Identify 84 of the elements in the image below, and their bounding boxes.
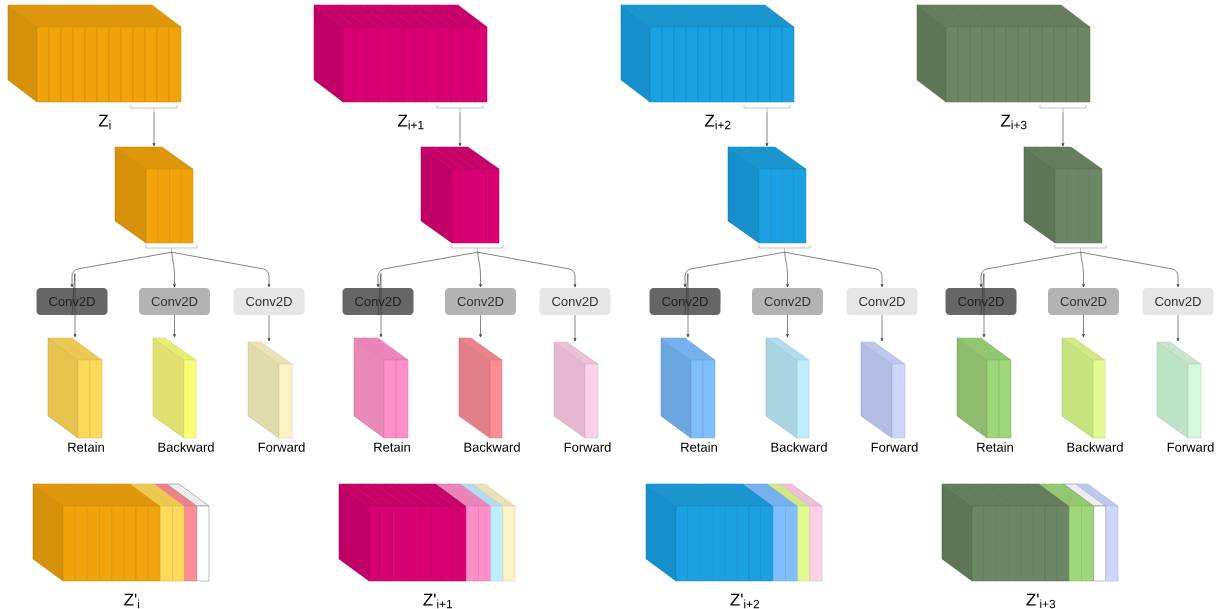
tensor-drawing bbox=[152, 337, 197, 439]
arrow bbox=[458, 111, 462, 147]
arrow bbox=[684, 273, 690, 338]
tensor-drawing bbox=[7, 4, 182, 113]
tensor-drawing bbox=[860, 341, 906, 439]
tensor-drawing bbox=[47, 337, 103, 439]
conv-box: Conv2D bbox=[649, 288, 721, 315]
arrow bbox=[683, 251, 785, 288]
tensor-label: Z$_{i+3}$ bbox=[1001, 114, 1027, 130]
conv-box: Conv2D bbox=[1048, 288, 1119, 315]
arrow bbox=[173, 314, 176, 338]
arrow bbox=[71, 273, 77, 338]
slab-label: Backward bbox=[1067, 442, 1123, 452]
tensor-drawing bbox=[313, 4, 488, 113]
arrow bbox=[1080, 251, 1085, 288]
tensor-label: Z$_{i+1}$ bbox=[398, 114, 424, 130]
conv-box: Conv2D bbox=[36, 288, 108, 315]
conv-box: Conv2D bbox=[1142, 288, 1214, 315]
arrow bbox=[171, 251, 176, 288]
arrow bbox=[152, 111, 156, 147]
conv-box: Conv2D bbox=[752, 288, 823, 315]
tensor-label: Z'$_{i+1}$ bbox=[423, 593, 453, 609]
arrow bbox=[1080, 251, 1180, 288]
slab-label: Backward bbox=[771, 442, 827, 452]
tensor-label: Z'$_{i+2}$ bbox=[730, 593, 760, 609]
slab-label: Backward bbox=[464, 442, 520, 452]
slab-label: Retain bbox=[681, 442, 717, 452]
tensor-drawing bbox=[727, 146, 811, 253]
arrow bbox=[477, 251, 577, 288]
arrow bbox=[1176, 314, 1180, 342]
slab-label: Forward bbox=[871, 442, 918, 452]
slab-label: Retain bbox=[374, 442, 410, 452]
arrow bbox=[70, 251, 172, 288]
arrow bbox=[376, 251, 478, 288]
tensor-drawing bbox=[916, 4, 1091, 113]
conv-box: Conv2D bbox=[139, 288, 210, 315]
arrow bbox=[786, 314, 789, 338]
tensor-label: Z$_{i}$ bbox=[98, 114, 111, 130]
tensor-label: Z$_{i+2}$ bbox=[705, 114, 731, 130]
conv-box: Conv2D bbox=[945, 288, 1017, 315]
slab-label: Retain bbox=[977, 442, 1013, 452]
tensor-drawing bbox=[765, 337, 810, 439]
tensor-drawing bbox=[114, 146, 198, 253]
tensor-drawing bbox=[353, 337, 409, 439]
conv-box: Conv2D bbox=[342, 288, 414, 315]
arrow bbox=[267, 314, 271, 342]
tensor-drawing bbox=[941, 483, 1119, 582]
tensor-drawing bbox=[660, 337, 716, 439]
tensor-drawing bbox=[1156, 341, 1202, 439]
slab-label: Forward bbox=[564, 442, 611, 452]
tensor-drawing bbox=[1061, 337, 1106, 439]
conv-box: Conv2D bbox=[445, 288, 516, 315]
tensor-drawing bbox=[338, 483, 516, 582]
tensor-label: Z'$_{i}$ bbox=[124, 593, 140, 609]
arrow bbox=[880, 314, 884, 342]
conv-box: Conv2D bbox=[233, 288, 305, 315]
tensor-drawing bbox=[553, 341, 599, 439]
tensor-label: Z'$_{i+3}$ bbox=[1026, 593, 1056, 609]
tensor-drawing bbox=[956, 337, 1012, 439]
arrow bbox=[573, 314, 577, 342]
arrow bbox=[980, 273, 986, 338]
tensor-drawing bbox=[645, 483, 823, 582]
arrow bbox=[477, 251, 482, 288]
arrow bbox=[784, 251, 789, 288]
tensor-drawing bbox=[620, 4, 795, 113]
tensor-drawing bbox=[1023, 146, 1107, 253]
arrow bbox=[979, 251, 1081, 288]
arrow bbox=[1061, 111, 1065, 147]
tensor-drawing bbox=[458, 337, 503, 439]
conv-box: Conv2D bbox=[539, 288, 611, 315]
tensor-drawing bbox=[420, 146, 504, 253]
slab-label: Forward bbox=[258, 442, 305, 452]
conv-box: Conv2D bbox=[846, 288, 918, 315]
arrow bbox=[1082, 314, 1085, 338]
tensor-drawing bbox=[247, 341, 293, 439]
arrow bbox=[171, 251, 271, 288]
slab-label: Retain bbox=[68, 442, 104, 452]
arrow bbox=[377, 273, 383, 338]
slab-label: Backward bbox=[158, 442, 214, 452]
tensor-drawing bbox=[32, 483, 210, 582]
slab-label: Forward bbox=[1167, 442, 1214, 452]
arrow bbox=[765, 111, 769, 147]
arrow bbox=[784, 251, 884, 288]
arrow bbox=[479, 314, 482, 338]
